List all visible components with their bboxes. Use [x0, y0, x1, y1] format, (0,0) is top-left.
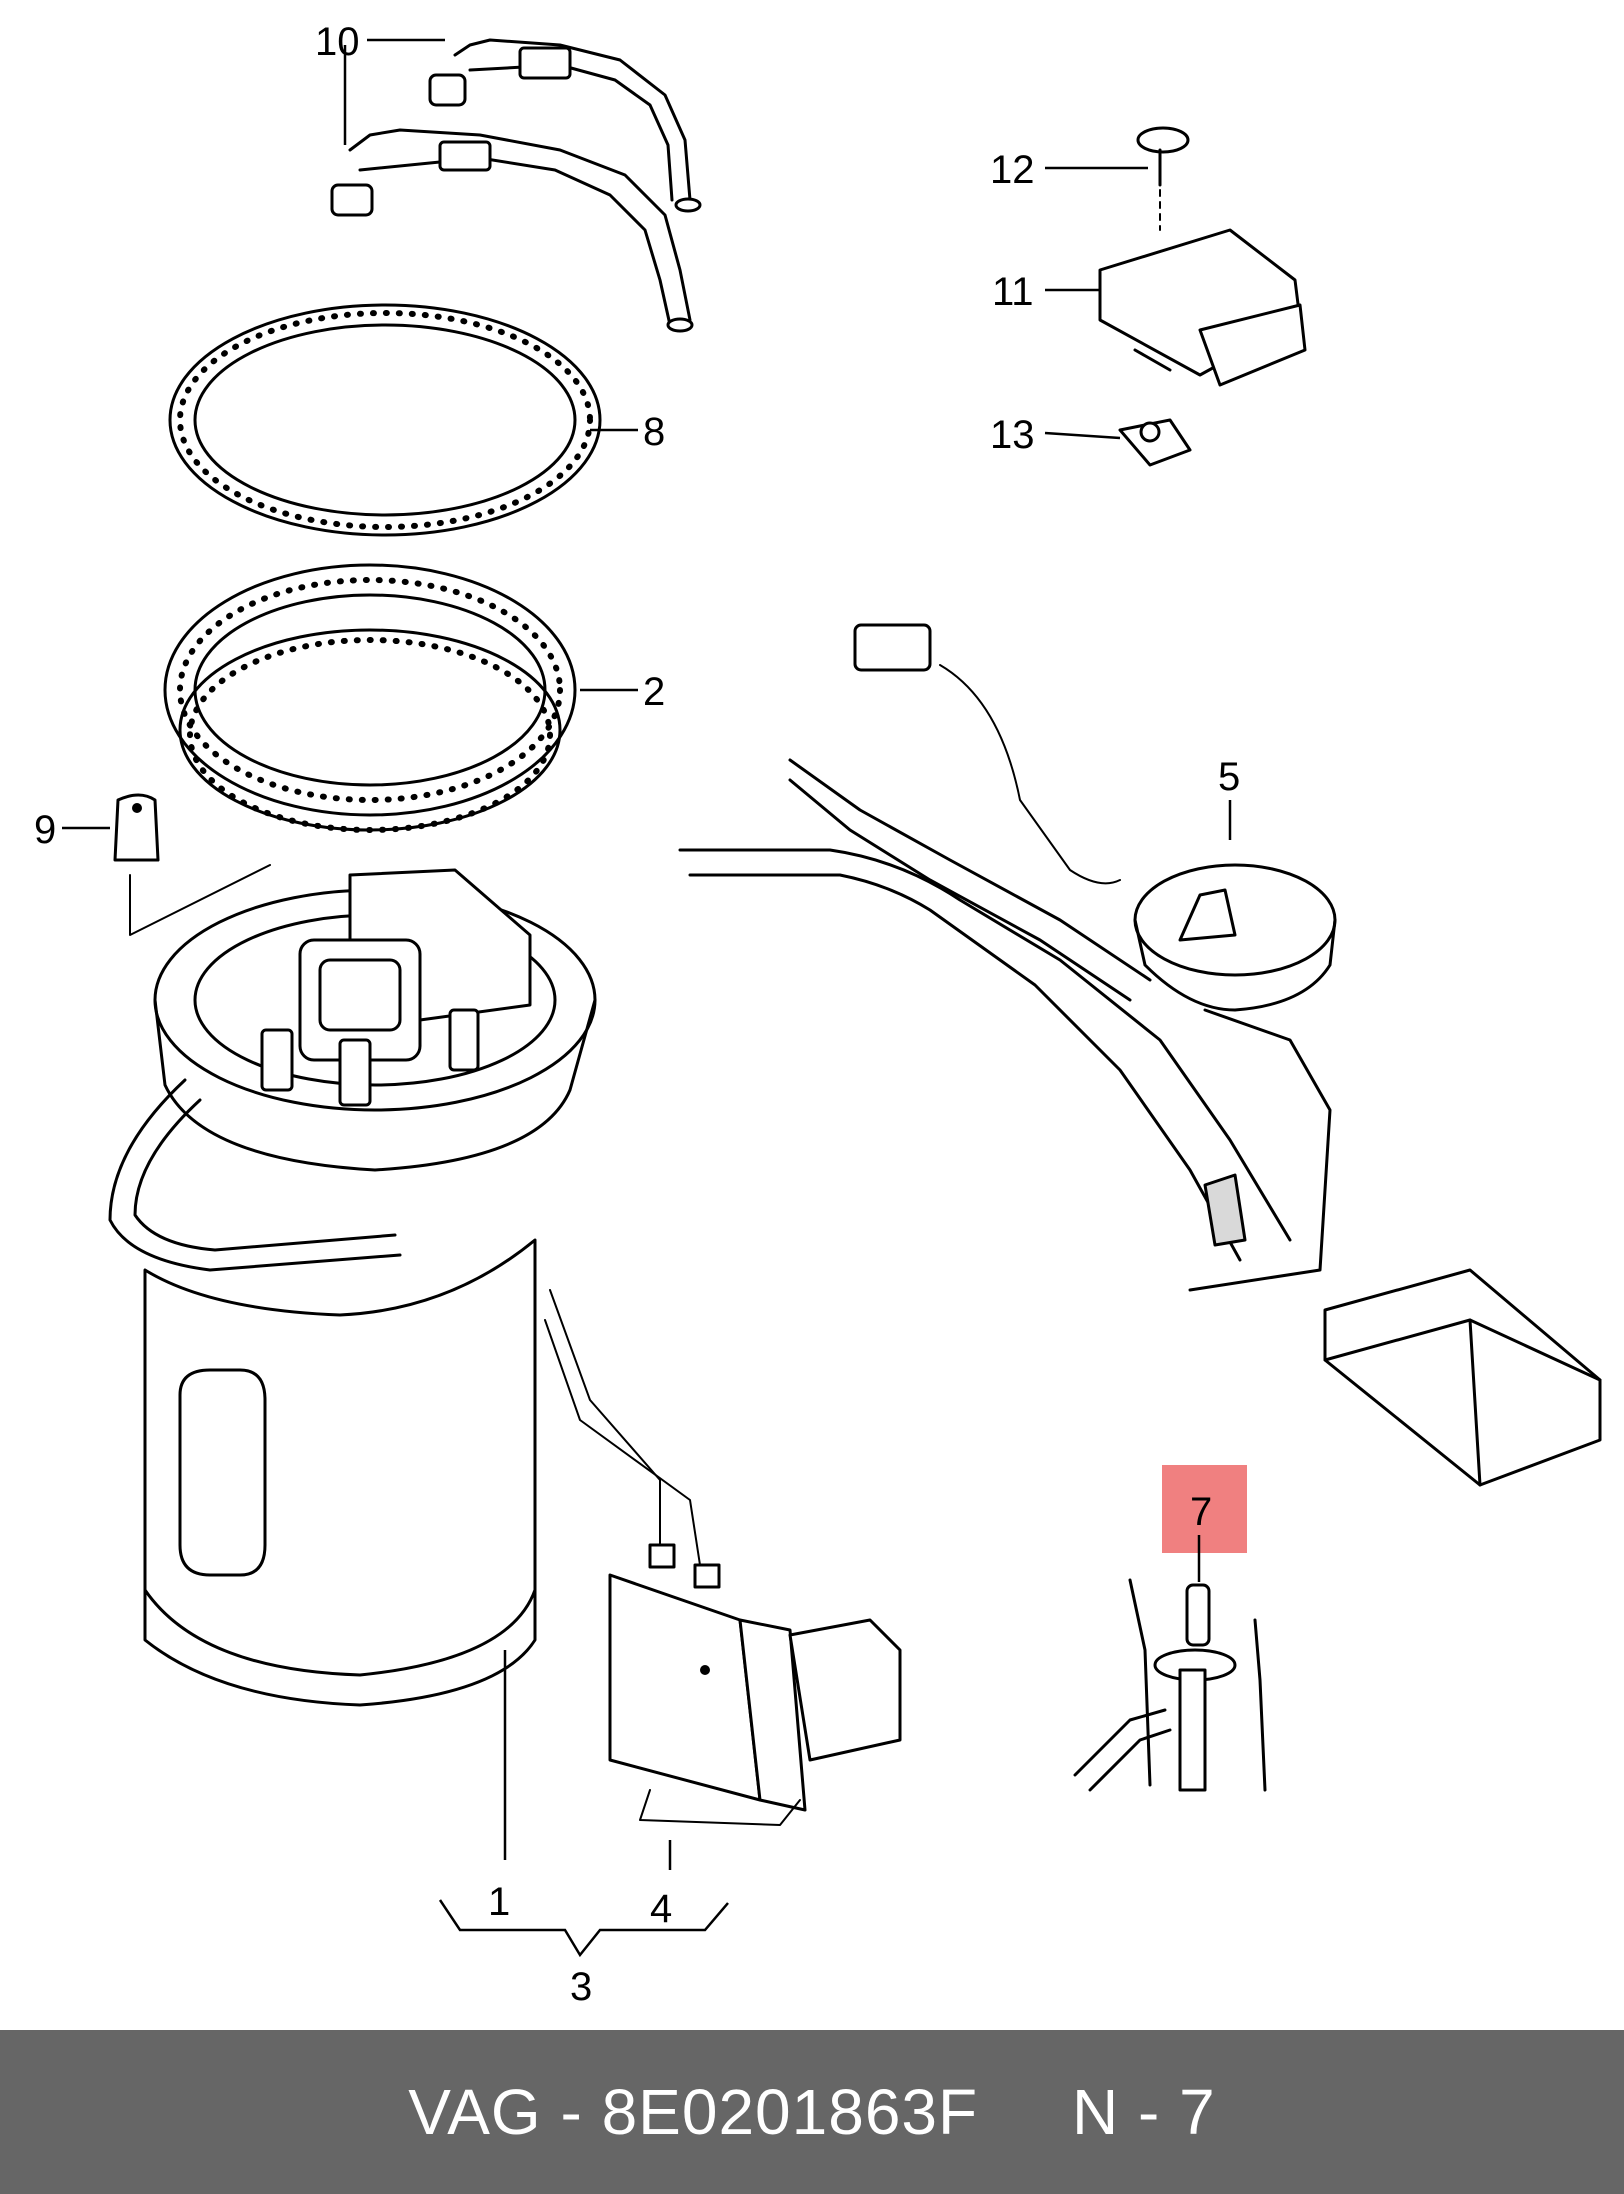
callout-1: 1	[488, 1880, 510, 1924]
callout-12: 12	[990, 148, 1035, 192]
part-number-footer: VAG - 8E0201863F N - 7	[0, 2030, 1624, 2194]
callout-8: 8	[643, 410, 665, 454]
locking-ring-part-8	[168, 303, 602, 537]
callouts: 10 8 2 9 12 11 13 5 7 1 4 3	[34, 20, 1247, 2009]
fuel-hose-part-10	[330, 38, 702, 333]
callout-5: 5	[1218, 755, 1240, 799]
callout-13: 13	[990, 413, 1035, 457]
cap-part-9	[113, 793, 271, 936]
level-sender-part-4	[608, 1543, 902, 1826]
parts-diagram: 10 8 2 9 12 11 13 5 7 1 4 3	[34, 20, 1602, 2009]
callout-9: 9	[34, 808, 56, 852]
bolt-part-12	[1136, 126, 1190, 231]
fuel-pump-assembly-part-1	[108, 868, 701, 1707]
seal-part-2	[163, 563, 577, 833]
part-number-text: VAG - 8E0201863F N - 7	[408, 2076, 1216, 2148]
nut-part-13	[1118, 418, 1192, 467]
callout-11: 11	[992, 270, 1034, 314]
module-part-11	[1098, 228, 1307, 387]
callout-7: 7	[1190, 1490, 1212, 1534]
fitting-part-7	[1073, 1578, 1267, 1792]
callout-10: 10	[315, 20, 360, 64]
callout-2: 2	[643, 670, 665, 714]
callout-4: 4	[650, 1887, 672, 1931]
wiring-harness-part-5	[678, 623, 1602, 1487]
callout-3: 3	[570, 1965, 592, 2009]
highlight-box	[1162, 1465, 1247, 1553]
